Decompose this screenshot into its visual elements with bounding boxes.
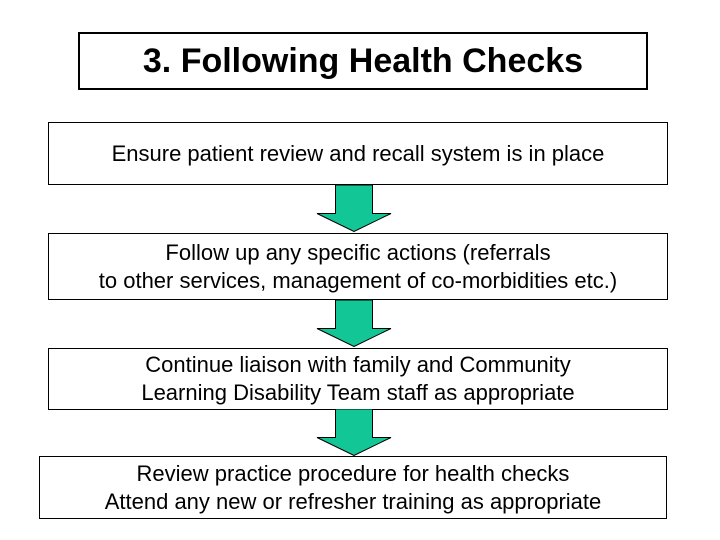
down-arrow-icon	[316, 409, 392, 456]
flow-box-text-line2: Learning Disability Team staff as approp…	[141, 380, 575, 405]
flow-arrow-down-2	[316, 300, 392, 347]
flow-box-text-line2: Attend any new or refresher training as …	[104, 488, 602, 514]
flow-arrow-down-1	[316, 185, 392, 232]
flow-box-text-line1: Continue liaison with family and Communi…	[145, 352, 571, 377]
flow-box-review-recall-system: Ensure patient review and recall system …	[48, 122, 668, 185]
flow-box-text-line1: Follow up any specific actions (referral…	[165, 239, 551, 265]
down-arrow-icon	[316, 185, 392, 232]
down-arrow-icon	[316, 300, 392, 347]
slide-title: 3. Following Health Checks	[142, 42, 584, 80]
flow-box-continue-liaison: Continue liaison with family and Communi…	[48, 348, 668, 410]
slide-title-box: 3. Following Health Checks	[78, 32, 648, 90]
flow-box-follow-up-actions: Follow up any specific actions (referral…	[48, 233, 668, 300]
flow-box-text-line1: Review practice procedure for health che…	[136, 460, 570, 486]
flow-arrow-down-3	[316, 409, 392, 456]
flow-box-text-line2: to other services, management of co-morb…	[98, 267, 618, 293]
flow-box-text: Ensure patient review and recall system …	[111, 140, 605, 166]
flow-box-review-procedure-training: Review practice procedure for health che…	[39, 456, 667, 519]
